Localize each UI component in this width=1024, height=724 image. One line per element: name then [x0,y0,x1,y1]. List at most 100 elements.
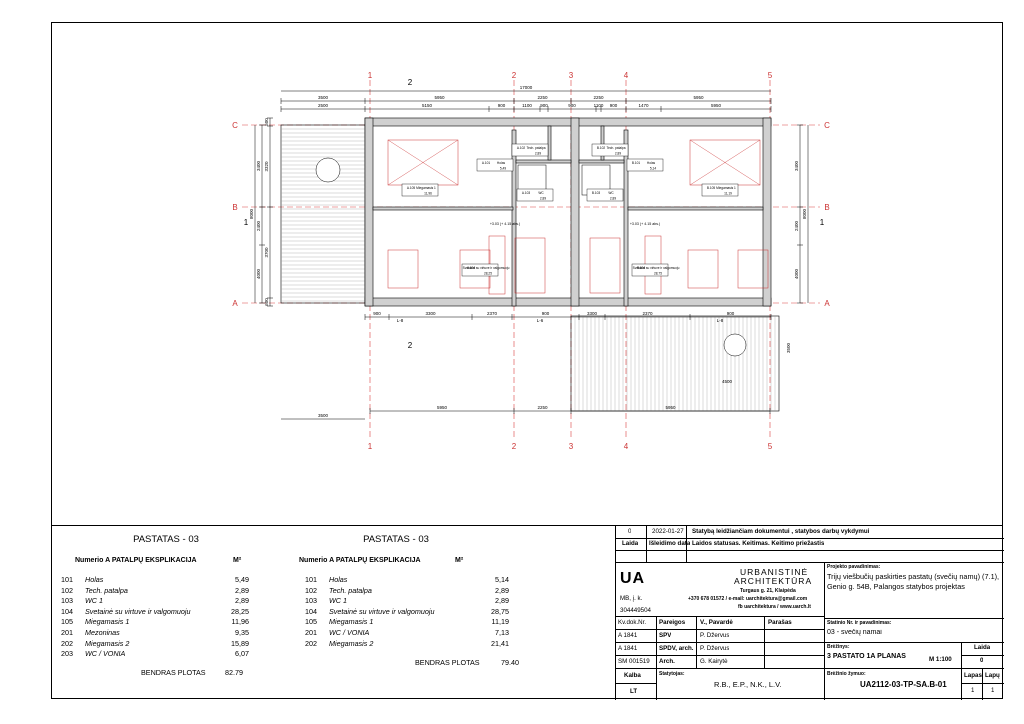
room-number: A.105 [407,186,416,190]
dim-label: 2500 [318,103,329,108]
furniture [737,249,769,289]
room-area: 2,89 [495,596,509,606]
wall [578,159,625,164]
axis-label-bottom: 4 [624,442,629,451]
room-label-box [476,158,514,172]
dim-label: 3500 [318,413,329,418]
furniture [514,237,546,294]
room-label-box [511,143,549,157]
wall [600,125,605,161]
room-label-box [626,158,664,172]
room-area: 28,75 [491,606,509,616]
axis-label-bottom: 1 [368,442,373,451]
room-label-box [701,183,739,197]
room-no: 105 [305,617,317,627]
room-area: 5,49 [235,575,249,584]
room-area: 28,25 [231,606,249,616]
dim-label: 900 [610,103,618,108]
room-number: A.101 [482,161,491,165]
laida-label: Laida [974,644,991,651]
dim-label: 5950 [665,405,676,410]
dimension-lines [254,90,809,420]
room-name: Svetainė su virtuve ir valgomuoju [329,606,435,616]
statinio-name: 03 - svečių namai [827,629,882,636]
bed-diagonal [387,139,459,186]
dim-label: 900 [542,311,550,316]
room-number: B.101 [632,161,641,165]
room-name: Miegamasis 2 [329,638,374,648]
axis-label-top: 2 [512,71,517,80]
room-label-box [591,143,629,157]
wall [623,129,629,307]
axis-label-left: A [232,299,238,308]
explication-unit: M² [233,557,242,564]
axis-label-top: 1 [368,71,373,80]
revision-number: 0 [628,528,632,535]
staff-kv: A 1841 [618,645,638,652]
room-no: 103 [305,596,317,606]
section-label: L-6 [537,318,544,323]
dim-label: 3320 [264,161,269,172]
dim-label: 1100 [594,103,604,108]
room-area: 2,89 [610,197,616,201]
furniture [387,249,419,289]
dim-label: 500 [264,118,269,126]
room-area: 28,75 [654,272,662,276]
room-name: Svetainė su virtuve ir valgomuoju [463,266,510,270]
lapas-label: Lapas [964,672,982,679]
mb-label: MB, į. k. [620,595,643,602]
dim-label: 4500 [722,379,733,384]
axis-label-left: B [232,203,237,212]
room-number: B.104 [637,266,646,270]
axis-label-bottom: 3 [569,442,574,451]
total-value: 82.79 [225,668,243,677]
staff-name: G. Kairytė [700,658,728,665]
dim-label: 8000 [249,208,254,219]
room-area: 11,19 [724,192,732,196]
room-no: 201 [61,628,73,637]
code-label: Brėžinio žymuo: [827,671,866,677]
room-no: 104 [305,606,317,616]
total-label: BENDRAS PLOTAS [141,668,206,677]
dim-label: 900 [540,103,548,108]
dim-label: 3700 [264,247,269,258]
room-label-box [516,188,554,202]
kalba-value: LT [630,688,638,695]
title-block: 0 2022-01-27 Statybą leidžiančiam dokume… [615,526,1004,700]
wall [547,125,552,161]
dim-label: 4000 [794,268,799,279]
room-name: Holas [85,575,104,584]
section-mark: 2 [408,341,413,350]
explication-row: 104 Svetainė su virtuve ir valgomuoju 28,7… [305,606,509,618]
room-area: 2,89 [235,596,249,606]
section-mark: 1 [820,218,825,227]
wall [515,159,572,164]
dim-label: 2250 [593,95,604,100]
lapu-value: 1 [991,687,995,694]
axis-grid [242,80,820,440]
dim-label: 2250 [537,405,548,410]
dim-label: 900 [498,103,506,108]
room-label-box [631,263,669,277]
room-area: 11,96 [231,617,249,627]
room-name: Mezoninas [85,628,120,637]
statinio-label: Statinio Nr. ir pavadinimas: [827,620,892,626]
furniture [589,237,621,294]
room-no: 202 [305,638,317,648]
room-name: Miegamasis 1 [416,186,436,190]
drawing-code: UA2112-03-TP-SA.B-01 [860,680,947,689]
dim-label: 5950 [437,405,448,410]
room-area: 7,13 [495,628,509,637]
wall [511,129,517,307]
date-header: Išleidimo data [649,540,691,547]
furniture [687,249,719,289]
explication-table-b: PASTATAS - 03 Numerio A PATALPŲ EKSPLIKA… [285,526,519,700]
explication-title: PASTATAS - 03 [133,534,199,545]
